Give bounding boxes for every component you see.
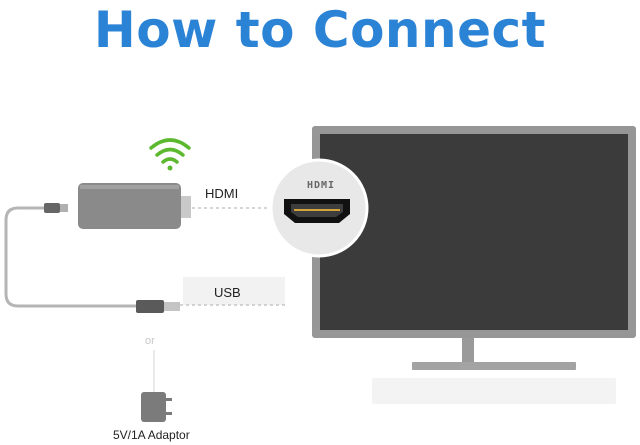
- television: [312, 126, 636, 404]
- tv-stand-neck: [462, 338, 474, 362]
- tv-stand-base: [412, 362, 576, 370]
- hdmi-port-icon: HDMI: [269, 158, 369, 258]
- tv-screen: [320, 134, 628, 330]
- usb-label: USB: [214, 285, 241, 300]
- adaptor-label: 5V/1A Adaptor: [113, 428, 190, 442]
- wifi-icon: [149, 138, 191, 171]
- hdmi-label: HDMI: [205, 186, 239, 201]
- page-title: How to Connect: [93, 1, 547, 59]
- or-label: or: [145, 335, 155, 347]
- hdmi-port-logo: HDMI: [307, 180, 335, 191]
- usb-label-box: [183, 277, 285, 305]
- hdmi-dongle: [78, 183, 191, 229]
- tv-stand-shadow: [372, 378, 616, 404]
- usb-cable: [4, 203, 180, 313]
- power-adapter-icon: [141, 392, 172, 422]
